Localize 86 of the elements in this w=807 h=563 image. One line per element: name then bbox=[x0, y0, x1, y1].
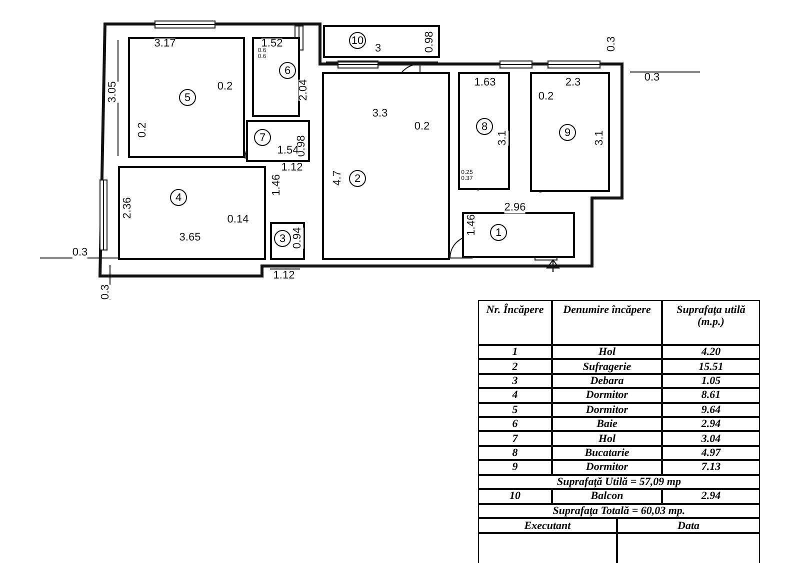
table-cell: Hol bbox=[552, 431, 662, 446]
table-cell: Dormitor bbox=[552, 388, 662, 403]
table-cell: Balcon bbox=[552, 489, 662, 504]
room-number: 8 bbox=[476, 118, 493, 135]
table-cell: 2.94 bbox=[662, 417, 760, 432]
room-number: 9 bbox=[559, 124, 576, 141]
room bbox=[462, 212, 575, 258]
dimension-label: 2.36 bbox=[122, 197, 134, 219]
dimension-label: 0.3 bbox=[606, 36, 618, 52]
table-cell: Bucatarie bbox=[552, 446, 662, 460]
dimension-label: 3.1 bbox=[594, 130, 606, 146]
table-cell: 8.61 bbox=[662, 388, 760, 403]
table-cell: Data bbox=[617, 518, 760, 533]
room-number: 6 bbox=[279, 62, 296, 79]
dimension-label: 2.04 bbox=[298, 79, 310, 101]
table-header-cell: Denumire încăpere bbox=[552, 300, 662, 345]
room-number: 7 bbox=[254, 129, 271, 146]
table-cell: 5 bbox=[478, 402, 552, 417]
table-cell: 2.94 bbox=[662, 489, 760, 504]
room-number: 2 bbox=[349, 170, 366, 187]
table-cell: 2 bbox=[478, 359, 552, 374]
dimension-label: 3 bbox=[374, 44, 382, 54]
room bbox=[252, 37, 300, 117]
room bbox=[530, 72, 610, 192]
table-cell: Debara bbox=[552, 374, 662, 388]
dimension-label: 2.96 bbox=[504, 202, 526, 214]
dimension-label: 1.54 bbox=[277, 146, 299, 156]
table-cell: 3 bbox=[478, 374, 552, 388]
table-cell: 4.20 bbox=[662, 345, 760, 360]
table-cell: Baie bbox=[552, 417, 662, 432]
table-cell: 3.04 bbox=[662, 431, 760, 446]
dimension-label: 1.12 bbox=[273, 270, 295, 282]
table-cell: Sufragerie bbox=[552, 359, 662, 374]
table-cell: 1 bbox=[478, 345, 552, 360]
dimension-label: 3.3 bbox=[372, 108, 388, 120]
table-cell: 7 bbox=[478, 431, 552, 446]
table-cell: 4.97 bbox=[662, 446, 760, 460]
table-cell: 6 bbox=[478, 417, 552, 432]
room bbox=[458, 72, 510, 190]
table-cell: 4 bbox=[478, 388, 552, 403]
table-header-cell: Suprafaţa utilă (m.p.) bbox=[662, 300, 760, 345]
table-cell: Suprafaţă Utilă = 57,09 mp bbox=[478, 474, 760, 490]
table-header-cell: Nr. Încăpere bbox=[478, 300, 552, 345]
table-cell: 1.05 bbox=[662, 374, 760, 388]
table-cell: 15.51 bbox=[662, 359, 760, 374]
table-cell: Suprafaţa Totală = 60,03 mp. bbox=[478, 504, 760, 518]
dimension-label: 0.3 bbox=[644, 72, 660, 84]
table-cell: Dormitor bbox=[552, 402, 662, 417]
dimension-label: 1.52 bbox=[261, 38, 283, 50]
dimension-label: 0.3 bbox=[72, 248, 88, 258]
table-cell: Executant bbox=[478, 518, 617, 533]
room-number: 10 bbox=[349, 32, 366, 49]
room bbox=[322, 72, 450, 260]
dimension-label: 1.46 bbox=[272, 174, 282, 196]
table-cell: 9.64 bbox=[662, 402, 760, 417]
table-cell: 9 bbox=[478, 460, 552, 475]
dimension-label: 2.3 bbox=[565, 78, 581, 88]
room-number: 5 bbox=[179, 89, 196, 106]
dimension-label: 3.65 bbox=[179, 232, 201, 244]
dimension-label: 0.2 bbox=[138, 122, 148, 138]
dimension-label: 1.63 bbox=[474, 78, 496, 88]
dimension-label: 0.2 bbox=[217, 82, 233, 92]
room bbox=[323, 25, 440, 58]
dimension-label: 3.05 bbox=[108, 81, 118, 103]
room bbox=[118, 166, 266, 260]
dimension-label: 1.46 bbox=[466, 214, 478, 236]
table-cell: 10 bbox=[478, 489, 552, 504]
dimension-label: 1.12 bbox=[281, 162, 303, 174]
dimension-label: 0.2 bbox=[414, 122, 430, 132]
room-number: 4 bbox=[170, 189, 187, 206]
room bbox=[246, 120, 310, 162]
dimension-label: 0.14 bbox=[227, 214, 249, 226]
room bbox=[128, 37, 245, 158]
dimension-label: 4.7 bbox=[332, 170, 344, 186]
dimension-label: 0.2 bbox=[538, 92, 554, 102]
table-cell: Hol bbox=[552, 345, 662, 360]
dimension-label: 0.3 bbox=[100, 284, 112, 300]
table-cell: 8 bbox=[478, 446, 552, 460]
table-cell: Dormitor bbox=[552, 460, 662, 475]
room-number: 3 bbox=[274, 230, 291, 247]
dimension-label: 0.98 bbox=[424, 31, 436, 53]
table-cell: 7.13 bbox=[662, 460, 760, 475]
dimension-label: 0.94 bbox=[292, 227, 304, 249]
dimension-label: 3.17 bbox=[154, 38, 176, 50]
room-number: 1 bbox=[490, 224, 507, 241]
dimension-label: 3.1 bbox=[498, 130, 508, 146]
